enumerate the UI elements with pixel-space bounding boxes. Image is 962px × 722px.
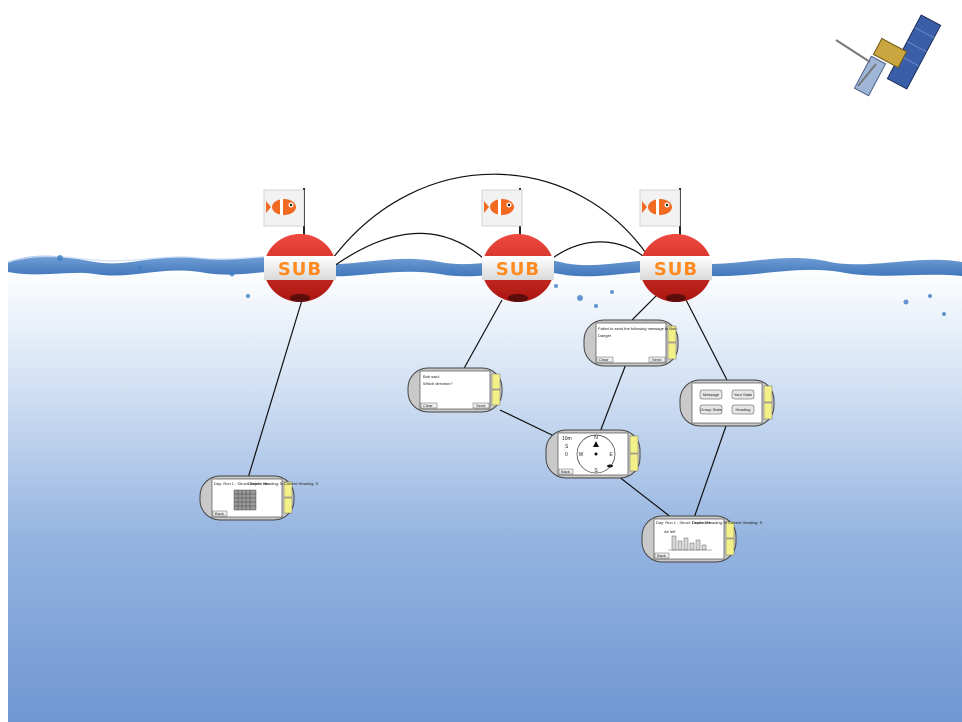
device-send-screen: Failed to send the following message to … <box>583 319 679 367</box>
failure-line-2: Danger <box>598 333 612 338</box>
side-tab-go[interactable] <box>629 453 639 472</box>
clownfish-icon <box>642 199 672 215</box>
compass-north: N <box>594 435 598 441</box>
clear-button-label: Clear <box>599 357 609 362</box>
link-buoy1-buoy3-arc <box>329 173 653 263</box>
side-tab-go[interactable] <box>725 538 735 556</box>
link-buoy2-message-device <box>461 299 503 373</box>
side-tab-next[interactable] <box>667 325 677 343</box>
send-button-label: Send <box>652 357 661 362</box>
buoy-1: SUB <box>263 188 336 302</box>
side-tab-next[interactable] <box>725 521 735 539</box>
stat-b: 0 <box>565 452 568 458</box>
message-menu-button[interactable] <box>699 389 723 400</box>
link-buoy1-grid-device <box>247 299 303 479</box>
heading-button[interactable] <box>731 404 755 415</box>
compass-west: W <box>579 452 584 458</box>
water-background <box>8 268 962 722</box>
link-buoy3-send-device <box>629 291 661 323</box>
back-button[interactable] <box>558 468 574 475</box>
buoy-label: SUB <box>278 259 322 280</box>
message-menu-label: Message <box>703 392 720 397</box>
send-button[interactable] <box>472 402 490 409</box>
clownfish-icon <box>266 199 296 215</box>
water-surface-highlight <box>7 255 311 263</box>
clear-button[interactable] <box>420 402 438 409</box>
side-tab-next[interactable] <box>491 373 501 390</box>
link-send-compass <box>599 363 627 433</box>
back-button-label: Back <box>561 469 570 474</box>
send-button[interactable] <box>648 356 666 363</box>
buoy-2: SUB <box>481 188 554 302</box>
connections <box>247 173 729 519</box>
depth-readout: 10m <box>562 436 572 442</box>
header-left: Day: Run 1 ; Struct: Depth: 3m <box>214 481 269 486</box>
back-button-label: Back <box>215 511 224 516</box>
clownfish-flag <box>481 189 523 227</box>
side-tab-go[interactable] <box>667 342 677 360</box>
clear-button[interactable] <box>596 356 614 363</box>
compass-east: E <box>609 452 613 458</box>
side-tab-go[interactable] <box>763 402 773 420</box>
failure-line-1: Failed to send the following message to … <box>598 326 678 331</box>
back-button[interactable] <box>654 552 670 559</box>
group-stats-button[interactable] <box>699 404 723 415</box>
stat-a: S <box>565 444 569 450</box>
header-left: Day: Run 1 ; Struct: Depth: 3m <box>656 520 711 525</box>
back-button[interactable] <box>212 510 228 517</box>
link-buoy3-menu-device <box>681 291 729 383</box>
side-tab-next[interactable] <box>283 481 293 498</box>
back-button-label: Back <box>657 553 666 558</box>
device-message-screen: Bob said: Which direction? Clear Send <box>407 367 503 413</box>
message-line-1: Bob said: <box>423 374 440 379</box>
compass-south: S <box>594 468 598 474</box>
link-menu-chart <box>693 425 727 519</box>
group-stats-label: Group Stats <box>700 407 721 412</box>
chart-label: Air left <box>664 529 676 534</box>
message-line-2: Which direction? <box>423 381 453 386</box>
link-message-compass <box>499 409 555 437</box>
header-right: Desired Heading: N Current Heading: S <box>692 520 763 525</box>
satellite-icon <box>835 14 942 97</box>
side-tab-go[interactable] <box>491 389 501 406</box>
buoy-label: SUB <box>496 259 540 280</box>
fish-icon <box>607 464 613 468</box>
send-button-label: Send <box>476 403 485 408</box>
side-tab-next[interactable] <box>763 385 773 403</box>
side-tab-go[interactable] <box>283 497 293 514</box>
compass-icon <box>576 434 616 474</box>
clownfish-icon <box>484 199 514 215</box>
link-buoy2-buoy3-arc <box>549 241 651 263</box>
your-stats-button[interactable] <box>731 389 755 400</box>
buoy-3: SUB <box>639 188 712 302</box>
link-compass-chart <box>617 475 673 519</box>
heading-label: Heading <box>736 407 751 412</box>
your-stats-label: Your Stats <box>734 392 752 397</box>
device-menu-screen: Message Your Stats Group Stats Heading <box>679 379 775 427</box>
sonar-grid <box>233 489 257 511</box>
device-compass-screen: 10m S 0 N S E W Back <box>545 429 641 479</box>
link-buoy1-buoy2-arc <box>333 232 493 267</box>
device-grid-screen: Day: Run 1 ; Struct: Depth: 3m Desired H… <box>199 475 319 521</box>
device-chart-screen: Day: Run 1 ; Struct: Depth: 3m Desired H… <box>641 515 763 563</box>
side-tab-next[interactable] <box>629 435 639 454</box>
water-splash-drops <box>57 255 946 316</box>
bar-chart-icon <box>668 535 712 551</box>
header-right: Desired Heading: N Current Heading: S <box>248 481 319 486</box>
clear-button-label: Clear <box>423 403 433 408</box>
buoy-label: SUB <box>654 259 698 280</box>
